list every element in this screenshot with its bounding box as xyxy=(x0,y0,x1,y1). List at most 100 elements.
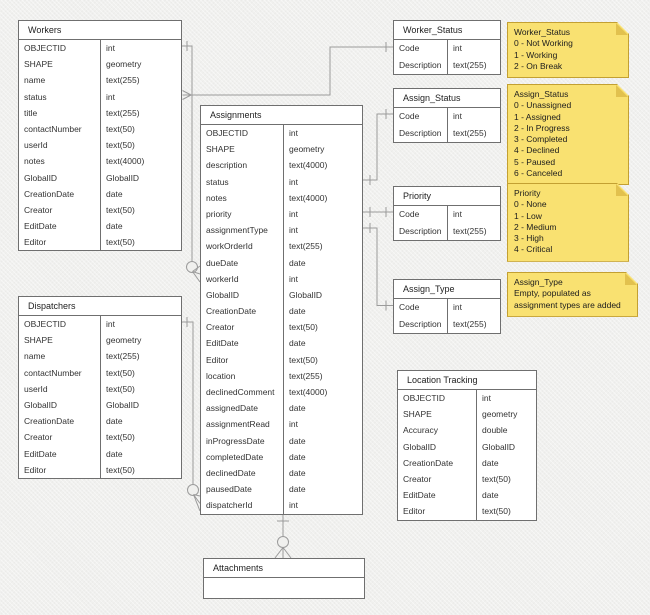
field-name: contactNumber xyxy=(19,120,101,138)
field-type: text(50) xyxy=(482,506,511,517)
field-name: notes xyxy=(201,189,284,206)
table-title: Priority xyxy=(394,187,500,206)
field-type: text(4000) xyxy=(289,192,328,203)
field-name: Code xyxy=(394,108,448,125)
field-name: SHAPE xyxy=(19,56,101,73)
note-line: 1 - Assigned xyxy=(514,111,561,122)
field-row xyxy=(204,578,364,598)
note-line: Assign_Type xyxy=(514,277,563,287)
relationship-workers-assignments[interactable] xyxy=(182,41,201,283)
field-type: text(50) xyxy=(106,464,135,475)
field-type xyxy=(286,578,364,598)
table-title: Assign_Status xyxy=(394,89,500,108)
field-name: workerId xyxy=(201,270,284,287)
relationship-assignments-assign-status[interactable] xyxy=(363,109,393,185)
field-name: GlobalID xyxy=(201,286,284,304)
field-name: CreationDate xyxy=(19,413,101,430)
field-type: text(255) xyxy=(106,107,140,118)
relationship-dispatchers-assignments[interactable] xyxy=(182,317,201,512)
relationship-worker-status-workers[interactable] xyxy=(182,42,394,100)
field-row: status int xyxy=(201,173,362,190)
field-type: text(255) xyxy=(289,370,323,381)
table-title: Dispatchers xyxy=(19,297,181,316)
field-type: date xyxy=(289,435,306,446)
field-type: date xyxy=(482,457,499,468)
table-fields xyxy=(204,578,364,598)
field-type: int xyxy=(289,419,298,430)
field-type: text(50) xyxy=(106,140,135,151)
field-name: name xyxy=(19,72,101,89)
field-type: int xyxy=(289,128,298,138)
field-name: inProgressDate xyxy=(201,432,284,449)
field-type: int xyxy=(289,176,298,187)
relationship-assignments-attachments[interactable] xyxy=(274,512,292,559)
field-type: int xyxy=(289,225,298,236)
field-type: text(4000) xyxy=(106,156,145,167)
field-type: geometry xyxy=(482,409,518,420)
field-name: priority xyxy=(201,205,284,223)
field-name: declinedDate xyxy=(201,464,284,482)
table-attachments[interactable]: Attachments xyxy=(203,558,365,599)
field-name: userId xyxy=(19,137,101,154)
field-type: date xyxy=(482,490,499,501)
field-name: Code xyxy=(394,40,448,57)
field-type: date xyxy=(106,188,123,199)
relationship-assignments-assign-type[interactable] xyxy=(363,223,393,311)
field-name: Description xyxy=(394,57,448,74)
field-name: notes xyxy=(19,153,101,170)
field-name: GlobalID xyxy=(19,396,101,414)
field-name: assignmentType xyxy=(201,222,284,239)
field-name: workOrderId xyxy=(201,238,284,255)
field-name: assignmentRead xyxy=(201,416,284,433)
field-type: date xyxy=(289,403,306,414)
field-type: int xyxy=(453,302,462,312)
field-name: Creator xyxy=(19,429,101,446)
table-title: Location Tracking xyxy=(398,371,536,390)
field-type: date xyxy=(106,448,123,459)
note-line: Priority xyxy=(514,188,541,198)
relationship-assignments-priority[interactable] xyxy=(363,207,393,217)
field-name: EditDate xyxy=(19,218,101,235)
field-row: assignmentRead int xyxy=(201,416,362,433)
field-name: status xyxy=(201,173,284,190)
field-name: name xyxy=(19,348,101,365)
